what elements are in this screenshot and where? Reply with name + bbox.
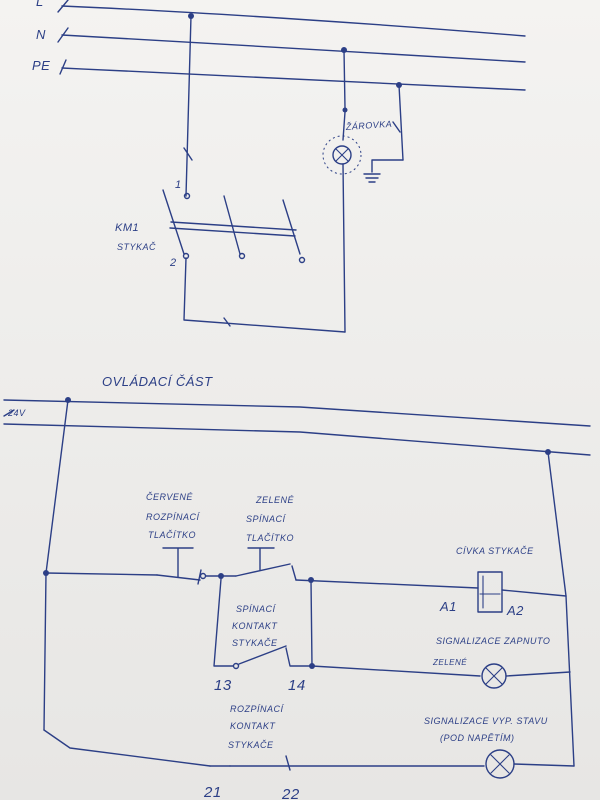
control-circuit xyxy=(3,397,591,779)
coil-terminal-a1: A1 xyxy=(439,599,457,614)
contact-terminal xyxy=(232,662,240,670)
phase-label-pe: PE xyxy=(32,58,50,73)
coil-terminal-a2: A2 xyxy=(506,603,524,618)
junction-dot xyxy=(342,107,348,113)
contactor-terminal xyxy=(183,192,191,200)
red-button-actuator xyxy=(162,547,194,578)
terminal-2: 2 xyxy=(169,257,177,269)
control-line xyxy=(45,572,158,576)
right-bus xyxy=(547,451,575,767)
no-contact-label-1: SPÍNACÍ xyxy=(236,604,277,614)
signal-on-line xyxy=(311,665,481,677)
conductor-l xyxy=(61,5,526,37)
wire-pe-drop xyxy=(398,84,404,161)
conductor-pe-mark xyxy=(59,59,67,75)
conductor-pe xyxy=(61,67,526,91)
red-button-stop xyxy=(197,569,202,585)
power-labels: L N PE ŽÁROVKA 1 KM1 STYKAČ 2 xyxy=(32,0,393,269)
wire-contactor-output xyxy=(183,257,346,333)
contactor-contact-2 xyxy=(223,195,241,255)
left-bus xyxy=(43,399,69,731)
terminal-13: 13 xyxy=(214,677,232,694)
contactor-linkage xyxy=(169,221,297,237)
self-hold-contact xyxy=(238,645,287,665)
phase-label-l: L xyxy=(36,0,44,9)
section-title: OVLÁDACÍ ČÁST xyxy=(102,374,213,389)
wire-n-drop xyxy=(342,111,346,141)
contactor-contact-3 xyxy=(282,199,301,255)
terminal-1: 1 xyxy=(175,179,182,191)
conductor-n xyxy=(61,34,526,63)
conductor-n-mark xyxy=(57,27,69,43)
nc-contact-stop xyxy=(285,755,291,771)
lamp-cross xyxy=(335,148,349,162)
no-contact-label-2: KONTAKT xyxy=(232,621,278,631)
contactor-name: KM1 xyxy=(115,222,139,234)
contactor-type: STYKAČ xyxy=(117,242,156,252)
signal-off-lamp-cross xyxy=(490,754,510,774)
wire-mark xyxy=(183,147,193,161)
control-labels: OVLÁDACÍ ČÁST 24V ČERVENÉ ROZPÍNACÍ TLAČ… xyxy=(7,374,550,800)
terminal-14: 14 xyxy=(288,677,306,694)
signal-on-line xyxy=(505,671,571,677)
green-button-label-1: ZELENÉ xyxy=(255,495,295,505)
ground-symbol xyxy=(363,173,381,183)
wire-n-drop xyxy=(343,49,346,109)
signal-on-color: ZELENÉ xyxy=(432,658,467,667)
wire-pe-ground xyxy=(371,159,404,173)
conductor-l-mark xyxy=(57,0,69,13)
nc-contact-label-3: STYKAČE xyxy=(228,740,274,750)
control-line xyxy=(291,565,297,581)
nc-branch xyxy=(43,729,211,767)
voltage-label: 24V xyxy=(7,408,26,418)
signal-off-label-1: SIGNALIZACE VYP. STAVU xyxy=(424,716,548,726)
wire-mark xyxy=(223,317,231,327)
power-circuit xyxy=(57,0,526,333)
signal-on-label: SIGNALIZACE ZAPNUTO xyxy=(436,636,550,646)
rail-mark xyxy=(3,409,15,417)
signal-on-lamp-cross xyxy=(485,667,503,685)
green-button-contact xyxy=(235,563,291,577)
terminal-21: 21 xyxy=(203,784,222,800)
self-hold-bridge xyxy=(310,579,313,667)
green-button-actuator xyxy=(247,547,275,571)
contactor-terminal xyxy=(298,256,306,264)
red-button-label-2: ROZPÍNACÍ xyxy=(146,512,201,522)
control-line xyxy=(501,589,567,597)
wire-mark xyxy=(392,121,401,133)
lamp-label: ŽÁROVKA xyxy=(344,119,392,132)
signal-off-line xyxy=(513,763,575,767)
phase-label-n: N xyxy=(36,27,46,42)
coil-symbol xyxy=(477,571,503,613)
wire-l-drop xyxy=(185,15,192,197)
supply-rail-top xyxy=(3,399,591,427)
supply-rail-bottom xyxy=(3,423,591,456)
contactor-terminal xyxy=(238,252,246,260)
red-button-contact xyxy=(156,574,201,581)
lamp-symbol xyxy=(332,145,352,165)
green-button-label-3: TLAČÍTKO xyxy=(246,533,294,543)
control-line xyxy=(295,579,479,589)
junction-dot xyxy=(218,573,224,579)
no-contact-label-3: STYKAČE xyxy=(232,638,278,648)
red-button-label-3: TLAČÍTKO xyxy=(148,530,196,540)
self-hold-branch xyxy=(285,647,313,667)
contact-terminal xyxy=(199,572,207,580)
signal-off-label-2: (POD NAPĚTÍM) xyxy=(440,733,515,743)
nc-contact-label-1: ROZPÍNACÍ xyxy=(230,704,285,714)
terminal-22: 22 xyxy=(281,786,300,800)
wire-n-return xyxy=(342,163,346,333)
self-hold-branch xyxy=(213,578,234,667)
red-button-label-1: ČERVENÉ xyxy=(146,492,193,502)
nc-contact-label-2: KONTAKT xyxy=(230,721,276,731)
green-button-label-2: SPÍNACÍ xyxy=(246,514,287,524)
coil-label: CÍVKA STYKAČE xyxy=(456,546,534,556)
coil-detail xyxy=(479,575,501,609)
lamp-glow xyxy=(322,135,362,175)
